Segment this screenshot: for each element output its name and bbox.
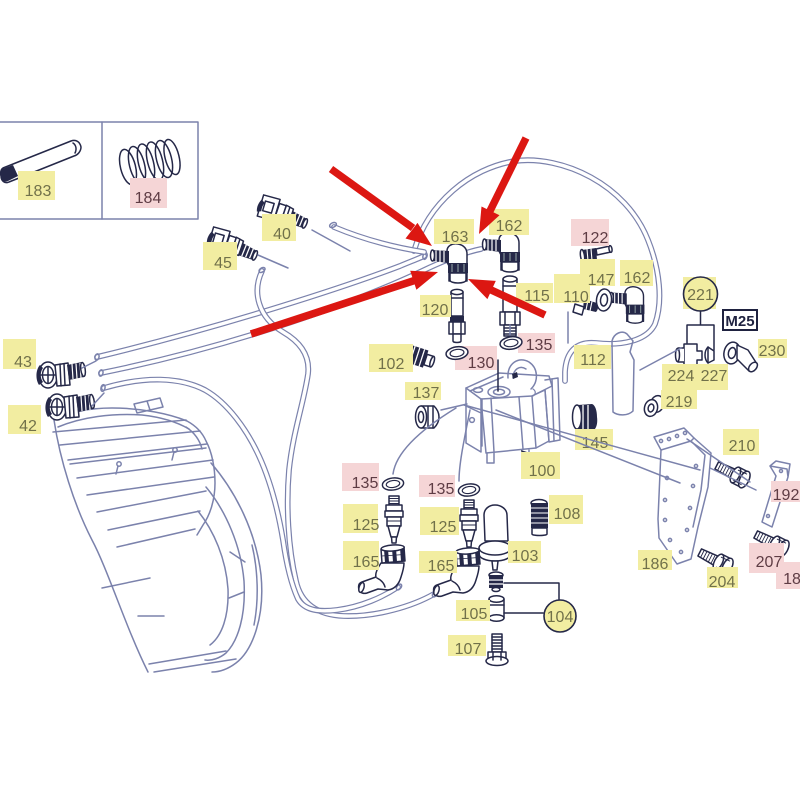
svg-text:230: 230 <box>759 343 786 360</box>
svg-text:207: 207 <box>756 554 783 571</box>
svg-text:162: 162 <box>496 218 523 235</box>
svg-text:165: 165 <box>428 558 455 575</box>
svg-text:125: 125 <box>430 519 457 536</box>
svg-text:192: 192 <box>773 487 800 504</box>
svg-text:43: 43 <box>14 354 32 371</box>
svg-text:18: 18 <box>783 571 800 588</box>
svg-text:112: 112 <box>580 352 606 369</box>
svg-text:110: 110 <box>563 289 589 306</box>
svg-text:186: 186 <box>642 556 669 573</box>
svg-text:162: 162 <box>624 270 651 287</box>
svg-text:120: 120 <box>422 302 449 319</box>
svg-text:100: 100 <box>529 463 556 480</box>
svg-text:165: 165 <box>353 554 380 571</box>
svg-text:103: 103 <box>512 548 539 565</box>
svg-text:125: 125 <box>353 517 380 534</box>
svg-text:227: 227 <box>701 368 728 385</box>
svg-text:115: 115 <box>524 288 550 305</box>
svg-text:M25: M25 <box>725 313 754 330</box>
svg-text:42: 42 <box>19 418 37 435</box>
svg-text:221: 221 <box>687 287 714 304</box>
svg-text:108: 108 <box>554 506 581 523</box>
svg-text:137: 137 <box>413 385 440 402</box>
svg-text:105: 105 <box>461 606 488 623</box>
svg-text:40: 40 <box>273 226 291 243</box>
svg-text:163: 163 <box>442 229 469 246</box>
svg-text:122: 122 <box>582 230 609 247</box>
svg-text:135: 135 <box>526 337 553 354</box>
svg-text:45: 45 <box>214 255 232 272</box>
svg-text:184: 184 <box>135 190 162 207</box>
svg-text:224: 224 <box>668 368 695 385</box>
svg-text:130: 130 <box>468 355 495 372</box>
svg-text:210: 210 <box>729 438 756 455</box>
svg-text:204: 204 <box>709 574 736 591</box>
svg-text:135: 135 <box>428 481 455 498</box>
svg-text:147: 147 <box>588 272 615 289</box>
svg-text:219: 219 <box>666 394 693 411</box>
svg-text:135: 135 <box>352 475 379 492</box>
svg-text:104: 104 <box>547 609 574 626</box>
svg-text:102: 102 <box>378 356 405 373</box>
svg-text:107: 107 <box>455 641 482 658</box>
svg-text:183: 183 <box>25 183 52 200</box>
